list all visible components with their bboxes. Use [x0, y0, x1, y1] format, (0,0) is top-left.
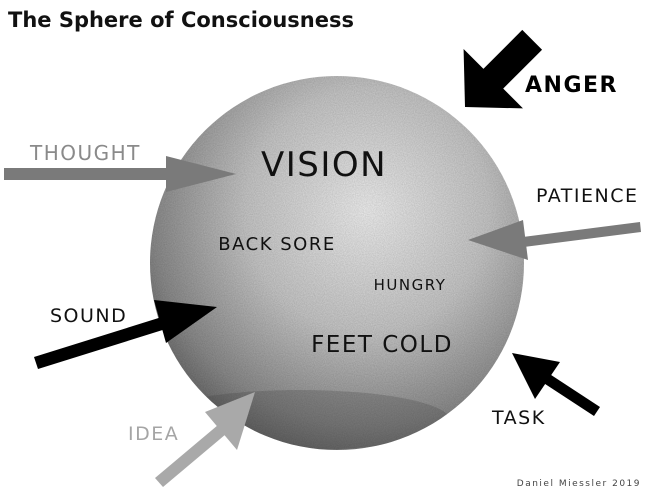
label-vision: VISION [261, 145, 387, 185]
arrow-thought [4, 156, 236, 192]
input-label-patience: PATIENCE [536, 185, 638, 207]
input-label-idea: IDEA [128, 423, 179, 445]
input-label-thought: THOUGHT [29, 141, 141, 165]
arrow-patience [468, 220, 641, 260]
label-feet-cold: FEET COLD [311, 332, 453, 358]
credit-text: Daniel Miessler 2019 [517, 479, 641, 489]
arrow-idea [155, 392, 255, 487]
arrow-anger [463, 29, 543, 109]
input-label-task: TASK [491, 407, 546, 429]
sphere [150, 76, 524, 450]
label-back-sore: BACK SORE [218, 234, 335, 255]
arrow-sound [34, 300, 217, 369]
arrow-task [512, 353, 600, 416]
input-label-anger: ANGER [525, 73, 618, 98]
input-label-sound: SOUND [50, 305, 127, 327]
diagram-title: The Sphere of Consciousness [8, 8, 354, 32]
label-hungry: HUNGRY [374, 276, 447, 294]
